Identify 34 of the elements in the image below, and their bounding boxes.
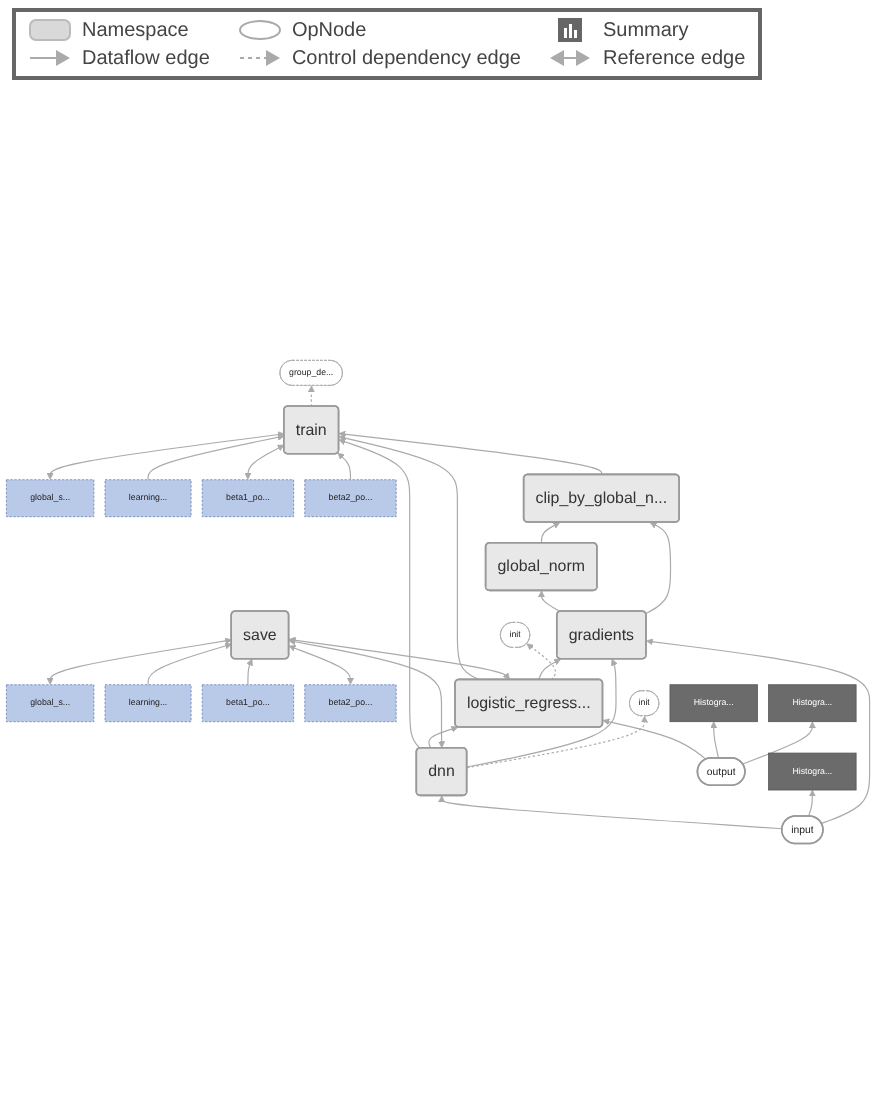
arrow [602, 718, 707, 761]
legend-label: Reference edge [602, 47, 746, 69]
arrow [438, 795, 783, 830]
legend-label: Dataflow edge [82, 47, 210, 69]
arrow [147, 433, 285, 481]
arrow [526, 643, 557, 681]
arrow [288, 636, 510, 680]
arrow [246, 658, 253, 686]
legend-label: Namespace [82, 19, 189, 41]
arrow [337, 452, 352, 481]
arrow [540, 522, 561, 544]
arrow [645, 522, 672, 615]
arrow [537, 590, 561, 613]
arrow [466, 658, 618, 768]
arrow [466, 715, 648, 769]
arrow [46, 637, 232, 685]
arrow [338, 430, 603, 476]
arrow [147, 642, 232, 686]
arrow [288, 645, 354, 685]
arrow [742, 721, 816, 765]
legend-label: OpNode [291, 19, 367, 41]
arrow [538, 658, 561, 681]
arrow [646, 638, 871, 825]
legend-label: Summary [602, 19, 689, 41]
arrow [338, 434, 480, 681]
arrow [710, 721, 720, 759]
arrow [338, 438, 421, 749]
arrow [244, 444, 285, 480]
arrow [288, 638, 446, 749]
arrow [807, 789, 816, 818]
arrow [428, 725, 459, 749]
arrow [307, 385, 315, 408]
arrow [46, 431, 285, 480]
legend-label: Control dependency edge [291, 47, 521, 69]
